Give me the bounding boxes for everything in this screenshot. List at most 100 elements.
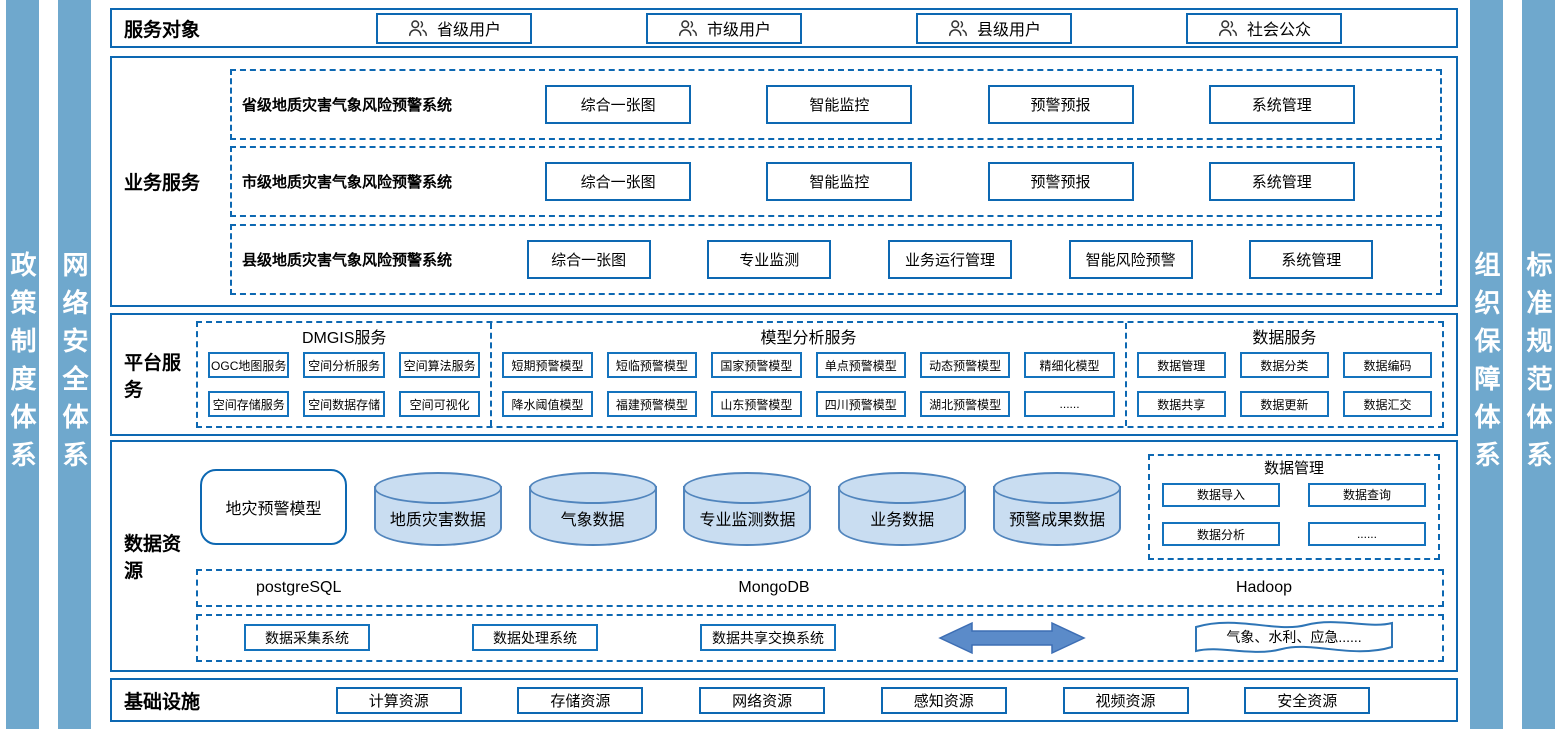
- section-infrastructure: 基础设施 计算资源 存储资源 网络资源 感知资源 视频资源 安全资源: [110, 678, 1458, 722]
- data-management-title: 数据管理: [1263, 459, 1324, 477]
- group-title: 模型分析服务: [760, 330, 857, 347]
- service-box: 国家预警模型: [711, 352, 802, 378]
- user-box-label: 省级用户: [436, 22, 501, 39]
- database-row: postgreSQL MongoDB Hadoop: [196, 569, 1444, 607]
- data-management-item: 数据查询: [1307, 482, 1426, 507]
- pillar-standards: 标准规范体系: [1522, 0, 1555, 729]
- section-business-services: 业务服务 省级地质灾害气象风险预警系统 综合一张图 智能监控 预警预报 系统管理…: [110, 56, 1458, 307]
- cylinder-label: 业务数据: [870, 511, 935, 529]
- service-box-ellipsis: ......: [1024, 391, 1115, 417]
- cylinder-label: 气象数据: [560, 511, 625, 529]
- service-box: 短临预警模型: [606, 352, 698, 378]
- external-sources-label: 气象、水利、应急......: [1226, 628, 1362, 645]
- db-cylinder-geology: 地质灾害数据: [373, 471, 502, 546]
- cylinder-label: 预警成果数据: [1009, 511, 1106, 529]
- system-box: 数据共享交换系统: [700, 624, 836, 651]
- service-box: 数据汇交: [1342, 391, 1432, 417]
- resource-box: 网络资源: [699, 686, 826, 714]
- service-box: OGC地图服务: [208, 352, 290, 378]
- cylinder-label: 地质灾害数据: [389, 511, 486, 529]
- pillar-label: 网络安全体系: [59, 250, 89, 479]
- service-box: 数据管理: [1136, 352, 1226, 378]
- module-box: 专业监测: [707, 239, 832, 279]
- system-county: 县级地质灾害气象风险预警系统 综合一张图 专业监测 业务运行管理 智能风险预警 …: [230, 223, 1442, 295]
- system-city: 市级地质灾害气象风险预警系统 综合一张图 智能监控 预警预报 系统管理: [230, 146, 1442, 217]
- resource-box: 视频资源: [1062, 686, 1189, 714]
- section-title-service-targets: 服务对象: [124, 19, 201, 41]
- service-box: 数据共享: [1136, 391, 1226, 417]
- data-management-item-ellipsis: ......: [1307, 522, 1426, 547]
- service-box: 数据更新: [1239, 391, 1329, 417]
- service-box: 空间算法服务: [398, 352, 481, 378]
- section-title-infrastructure: 基础设施: [124, 691, 201, 713]
- module-list: 综合一张图 智能监控 预警预报 系统管理: [470, 162, 1430, 201]
- group-title: 数据服务: [1252, 330, 1317, 347]
- service-box: 空间可视化: [398, 391, 481, 417]
- module-list: 综合一张图 专业监测 业务运行管理 智能风险预警 系统管理: [470, 239, 1430, 279]
- service-box: 短期预警模型: [502, 352, 593, 378]
- system-provincial: 省级地质灾害气象风险预警系统 综合一张图 智能监控 预警预报 系统管理: [230, 68, 1442, 140]
- module-box: 综合一张图: [545, 162, 692, 201]
- pillar-label: 标准规范体系: [1523, 250, 1553, 479]
- data-systems-row: 数据采集系统 数据处理系统 数据共享交换系统 气象、水利、应急......: [196, 613, 1444, 662]
- system-name: 县级地质灾害气象风险预警系统: [242, 251, 453, 269]
- database-label: postgreSQL: [256, 579, 342, 596]
- data-management-item: 数据导入: [1161, 482, 1280, 507]
- user-box-label: 社会公众: [1246, 22, 1311, 39]
- section-title-business-services: 业务服务: [124, 173, 201, 194]
- infrastructure-items: 计算资源 存储资源 网络资源 感知资源 视频资源 安全资源: [280, 680, 1456, 720]
- module-box: 预警预报: [987, 84, 1134, 124]
- user-box-label: 县级用户: [976, 22, 1041, 39]
- module-box: 综合一张图: [526, 239, 651, 279]
- system-name: 省级地质灾害气象风险预警系统: [242, 96, 453, 114]
- platform-groups: DMGIS服务 OGC地图服务 空间分析服务 空间算法服务 空间存储服务 空间数…: [196, 321, 1444, 428]
- user-box-label: 市级用户: [706, 22, 771, 39]
- service-box: 单点预警模型: [815, 352, 906, 378]
- user-box-city: 市级用户: [646, 12, 802, 44]
- db-cylinder-monitoring: 专业监测数据: [683, 471, 812, 546]
- pillar-label: 政策制度体系: [7, 250, 37, 479]
- service-box: 湖北预警模型: [919, 391, 1011, 417]
- business-systems: 省级地质灾害气象风险预警系统 综合一张图 智能监控 预警预报 系统管理 市级地质…: [230, 58, 1456, 305]
- diagram-body: 服务对象 省级用户 市级用户 县级用户 社会公众: [110, 0, 1458, 729]
- service-box: 空间数据存储: [303, 391, 385, 417]
- data-stores-row: 地灾预警模型 地质灾害数据 气象数据 专业监测数据 业务数据 预警成果数据 数据…: [196, 451, 1444, 563]
- service-box: 四川预警模型: [815, 391, 906, 417]
- system-box: 数据采集系统: [244, 624, 370, 651]
- group-items: 数据管理 数据分类 数据编码 数据共享 数据更新 数据汇交: [1136, 351, 1432, 418]
- group-dmgis: DMGIS服务 OGC地图服务 空间分析服务 空间算法服务 空间存储服务 空间数…: [198, 323, 490, 426]
- group-data-services: 数据服务 数据管理 数据分类 数据编码 数据共享 数据更新 数据汇交: [1124, 323, 1442, 426]
- database-label: Hadoop: [1235, 579, 1292, 596]
- module-box: 智能风险预警: [1068, 239, 1193, 279]
- module-list: 综合一张图 智能监控 预警预报 系统管理: [470, 84, 1430, 124]
- database-label: MongoDB: [738, 579, 810, 596]
- data-management-items: 数据导入 数据查询 数据分析 ......: [1161, 480, 1426, 550]
- external-sources-shape: 气象、水利、应急......: [1188, 615, 1400, 661]
- service-target-list: 省级用户 市级用户 县级用户 社会公众: [262, 10, 1456, 46]
- service-box: 福建预警模型: [606, 391, 698, 417]
- section-service-targets: 服务对象 省级用户 市级用户 县级用户 社会公众: [110, 8, 1458, 48]
- group-items: 短期预警模型 短临预警模型 国家预警模型 单点预警模型 动态预警模型 精细化模型…: [502, 351, 1115, 418]
- data-resources-body: 地灾预警模型 地质灾害数据 气象数据 专业监测数据 业务数据 预警成果数据 数据…: [196, 442, 1456, 670]
- resource-box: 计算资源: [335, 686, 462, 714]
- system-box: 数据处理系统: [472, 624, 598, 651]
- users-icon: [409, 20, 427, 37]
- resource-box: 存储资源: [517, 686, 644, 714]
- section-title-platform-services: 平台服务: [124, 352, 182, 401]
- pillar-policy-system: 政策制度体系: [6, 0, 39, 729]
- resource-box: 感知资源: [880, 686, 1007, 714]
- data-management-box: 数据管理 数据导入 数据查询 数据分析 ......: [1147, 453, 1440, 560]
- module-box: 综合一张图: [545, 84, 692, 124]
- users-icon: [949, 20, 967, 37]
- user-box-county: 县级用户: [916, 12, 1072, 44]
- service-box: 精细化模型: [1024, 352, 1115, 378]
- service-box: 空间分析服务: [303, 352, 385, 378]
- module-box: 业务运行管理: [887, 239, 1012, 279]
- section-platform-services: 平台服务 DMGIS服务 OGC地图服务 空间分析服务 空间算法服务 空间存储服…: [110, 313, 1458, 436]
- db-cylinder-weather: 气象数据: [528, 471, 657, 546]
- group-items: OGC地图服务 空间分析服务 空间算法服务 空间存储服务 空间数据存储 空间可视…: [208, 351, 481, 418]
- user-box-provincial: 省级用户: [376, 12, 532, 44]
- users-icon: [1219, 20, 1237, 37]
- service-box: 动态预警模型: [919, 352, 1011, 378]
